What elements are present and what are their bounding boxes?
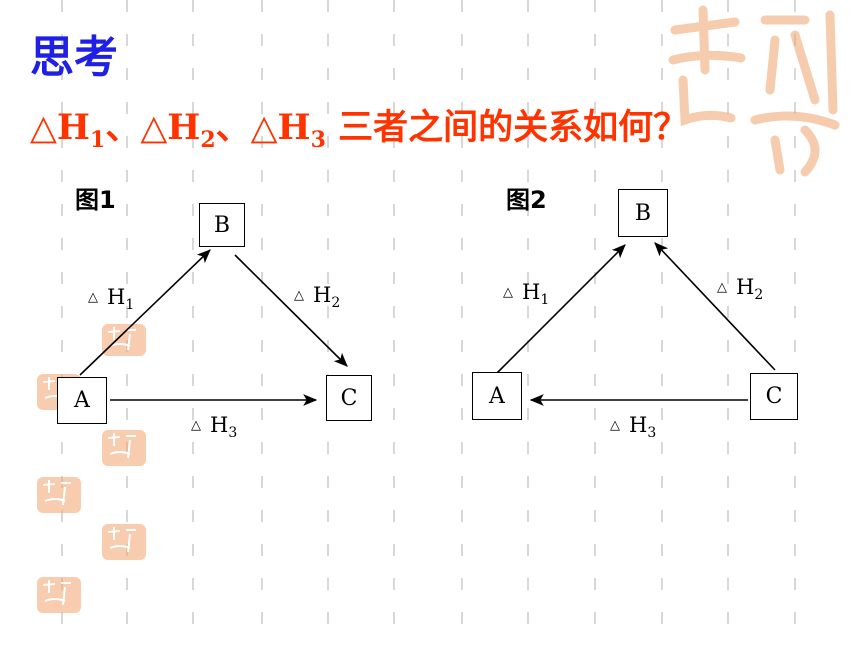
dh-subscript: 1 — [540, 292, 550, 309]
question-sub-1: 1 — [90, 127, 106, 153]
fig1-node-a-label: A — [74, 388, 90, 413]
fig2-node-a-label: A — [489, 383, 505, 409]
slide-title: 思考 — [30, 32, 118, 83]
fig2-dh2-label: △ H2 — [717, 274, 763, 308]
large-seal-decoration — [668, 5, 840, 177]
fig1-dh2-label: △ H2 — [294, 282, 340, 316]
dh-subscript: 2 — [331, 295, 341, 312]
dh-letter: H — [313, 283, 332, 307]
dh-letter: H — [210, 413, 229, 437]
delta-symbol: △ — [88, 290, 98, 305]
fig1-node-b-label: B — [213, 212, 231, 238]
fig1-node-c: C — [326, 375, 372, 421]
question-prefix: △H — [30, 107, 90, 148]
delta-symbol: △ — [191, 418, 201, 433]
fig1-node-b: B — [199, 203, 245, 247]
dh-subscript: 1 — [125, 297, 135, 314]
question-text: △H1、△H2、△H3 三者之间的关系如何？ — [30, 103, 688, 165]
fig1-dh1-label: △ H1 — [88, 284, 134, 318]
fig1-arrow-a-to-b — [79, 249, 211, 376]
dh-letter: H — [736, 275, 755, 299]
question-sub-2: 2 — [200, 127, 216, 153]
small-seal-decoration — [102, 524, 146, 560]
delta-symbol: △ — [503, 285, 513, 300]
delta-symbol: △ — [717, 280, 727, 295]
fig2-node-c: C — [750, 373, 798, 420]
question-sub-3: 3 — [310, 127, 326, 153]
small-seal-decoration — [37, 577, 81, 613]
small-seal-decoration — [102, 324, 146, 356]
dh-subscript: 3 — [228, 425, 238, 442]
fig2-node-b-label: B — [634, 200, 652, 226]
fig1-node-a: A — [57, 377, 107, 424]
fig1-node-c-label: C — [340, 385, 358, 411]
dh-subscript: 3 — [647, 425, 657, 442]
dh-subscript: 2 — [754, 287, 764, 304]
delta-symbol: △ — [610, 418, 620, 433]
question-suffix: 三者之间的关系如何？ — [325, 107, 689, 148]
fig1-arrow-b-to-c — [234, 254, 348, 367]
small-seal-decoration — [102, 430, 146, 466]
fig2-node-b: B — [618, 189, 668, 237]
fig2-node-a: A — [472, 372, 522, 420]
figure2-label: 图2 — [506, 186, 547, 214]
figure1-label: 图1 — [75, 186, 116, 214]
fig2-dh3-label: △ H3 — [610, 412, 656, 446]
question-separator-2: 、△H — [215, 107, 311, 148]
fig2-arrow-a-to-b — [496, 244, 626, 374]
fig2-node-c-label: C — [765, 384, 783, 409]
fig1-dh3-label: △ H3 — [191, 412, 237, 446]
dh-letter: H — [629, 413, 648, 437]
dh-letter: H — [522, 280, 541, 304]
dh-letter: H — [107, 285, 126, 309]
delta-symbol: △ — [294, 288, 304, 303]
question-separator-1: 、△H — [105, 107, 201, 148]
small-seal-decoration — [37, 477, 81, 513]
fig2-dh1-label: △ H1 — [503, 279, 549, 313]
fig2-arrow-c-to-b — [654, 242, 776, 371]
